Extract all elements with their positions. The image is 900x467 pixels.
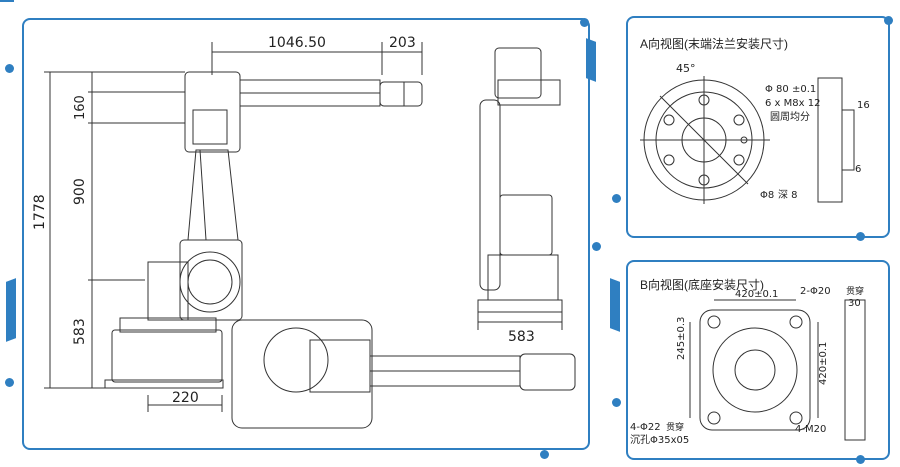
frame-dot [612,194,621,203]
dim-lower-arm: 900 [72,178,88,205]
dim-width: 420±0.1 [735,289,778,300]
frame-dot [856,455,865,464]
frame-dot [856,232,865,241]
dim-dowel: 2-Φ20 [800,286,831,297]
dim-holes22: 4-Φ22 [630,422,661,433]
frame-dot [592,242,601,251]
dim-dowel-note: 贯穿 [846,285,864,297]
dim-base-width-side: 583 [508,329,535,345]
frame-dot [580,18,589,27]
view-b-title: B向视图(底座安装尺寸) [640,278,764,292]
dim-depth: 深 8 [778,189,798,201]
dim-base-height: 583 [72,318,88,345]
frame-dot [5,378,14,387]
main-drawing-frame [22,18,590,450]
dim-total-height: 1778 [32,194,48,230]
dim-angle: 45° [676,62,696,75]
frame-dot [5,64,14,73]
frame-dot [540,450,549,459]
view-a-title: A向视图(末端法兰安装尺寸) [640,37,788,51]
dim-30: 30 [848,298,861,309]
dim-pin: Φ8 [760,190,774,201]
dim-base-width-front: 220 [172,390,199,406]
dim-245: 245±0.3 [676,317,687,360]
dim-thick: 16 [857,100,870,111]
frame-dot [612,398,621,407]
dim-arm-offset: 160 [73,95,88,120]
dim-counterbore: 沉孔Φ35x05 [630,433,689,446]
frame-accent [0,0,14,2]
dim-m20: 4-M20 [795,424,826,435]
dim-reach: 1046.50 [268,35,326,51]
view-b-frame [626,260,890,460]
dim-holes22-note: 贯穿 [666,421,684,433]
note-even: 圆周均分 [770,111,810,123]
dim-pcd: Φ 80 ±0.1 [765,84,816,95]
view-a-frame [626,16,890,238]
dim-holes: 6 x M8x 12 [765,98,820,109]
frame-dot [884,16,893,25]
dim-height: 420±0.1 [818,342,829,385]
dim-small: 6 [855,164,861,175]
dim-flange: 203 [389,35,416,51]
